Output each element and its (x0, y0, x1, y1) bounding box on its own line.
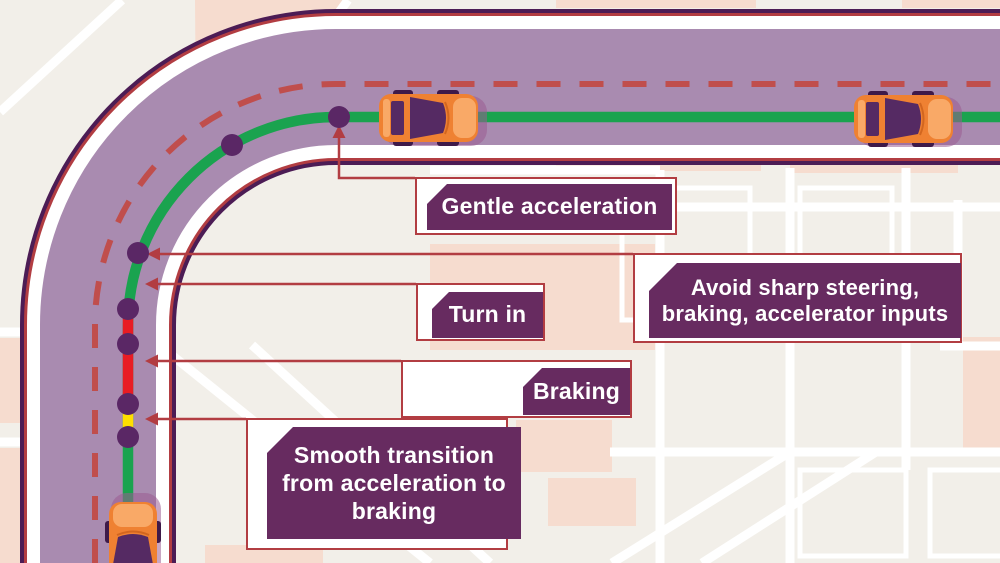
racing-line-green-corner (122, 111, 1000, 437)
callout-avoid-sharp-inputs: Avoid sharp steering, braking, accelerat… (633, 253, 962, 343)
road-center-dashed-line (92, 81, 1000, 563)
callout-label: Braking (532, 377, 621, 404)
arrow-left-icon (145, 277, 158, 291)
road-surface (40, 29, 1000, 563)
waypoint-dots (117, 106, 350, 448)
callout-braking-box: Braking (523, 368, 630, 415)
road (20, 9, 1000, 563)
arrow-left-icon (145, 354, 158, 368)
callout-smooth-transition: Smooth transition from acceleration to b… (246, 418, 521, 550)
leader-arrowheads (145, 125, 346, 426)
car-top-right (853, 90, 963, 148)
car-top-left (378, 89, 488, 147)
callout-label: Smooth transition from acceleration to b… (282, 441, 506, 525)
leader-lines (158, 136, 633, 421)
callout-avoid-sharp-inputs-box: Avoid sharp steering, braking, accelerat… (649, 263, 961, 338)
waypoint-dot (127, 242, 149, 264)
racing-line (122, 111, 1000, 503)
callout-turn-in-box: Turn in (432, 292, 543, 338)
car-bottom (104, 492, 162, 563)
arrow-up-icon (332, 125, 346, 138)
callout-turn-in: Turn in (416, 283, 545, 341)
leader-gentle-acceleration (337, 136, 415, 180)
callout-braking: Braking (401, 360, 632, 418)
waypoint-dot (117, 333, 139, 355)
arrow-left-icon (145, 412, 158, 426)
callout-label: Turn in (448, 301, 527, 328)
waypoint-dot (328, 106, 350, 128)
callout-gentle-acceleration-box: Gentle acceleration (427, 184, 672, 230)
callout-label: Avoid sharp steering, braking, accelerat… (661, 275, 949, 326)
waypoint-dot (221, 134, 243, 156)
waypoint-dot (117, 393, 139, 415)
waypoint-dot (117, 426, 139, 448)
callout-label: Gentle acceleration (441, 193, 658, 220)
arrow-left-icon (147, 247, 160, 261)
waypoint-dot (117, 298, 139, 320)
callout-gentle-acceleration: Gentle acceleration (415, 177, 677, 235)
callout-smooth-transition-box: Smooth transition from acceleration to b… (267, 427, 521, 539)
